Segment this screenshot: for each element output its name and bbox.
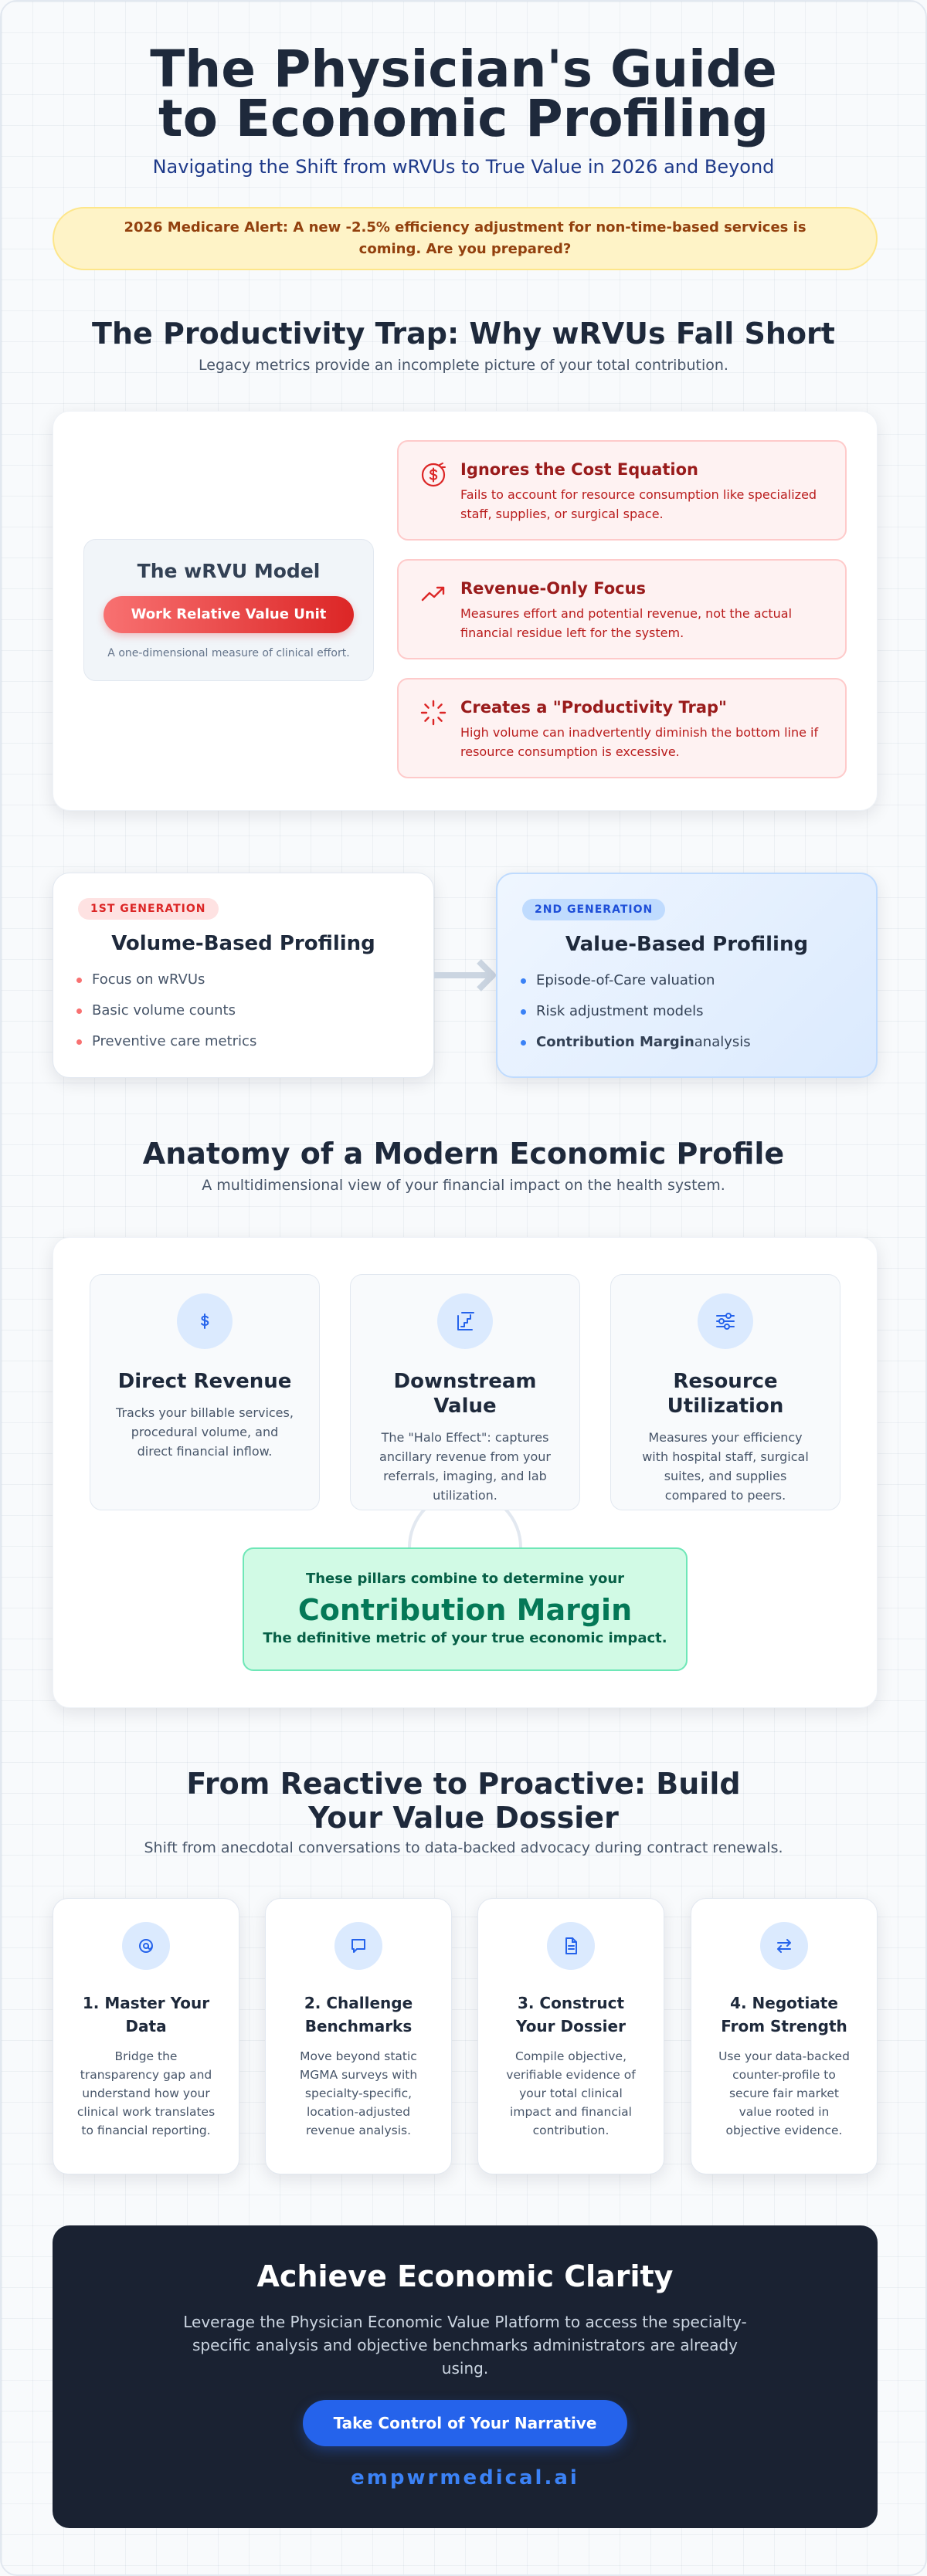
generation-list: Focus on wRVUs Basic volume counts Preve… <box>76 971 256 1063</box>
issue-card: Creates a "Productivity Trap" High volum… <box>397 678 847 778</box>
pillar-card: Resource Utilization Measures your effic… <box>610 1274 840 1510</box>
step-card: 4. Negotiate From Strength Use your data… <box>691 1898 878 2174</box>
step-desc: Move beyond static MGMA surveys with spe… <box>299 2049 418 2137</box>
issue-desc: Fails to account for resource consumptio… <box>460 487 817 521</box>
search-icon <box>139 1939 153 1953</box>
contribution-margin-box: These pillars combine to determine your … <box>243 1547 688 1671</box>
swap-icon <box>777 1939 791 1953</box>
issue-desc: High volume can inadvertently diminish t… <box>460 725 819 759</box>
issue-desc: Measures effort and potential revenue, n… <box>460 606 793 640</box>
pillar-title: Direct Revenue <box>117 1370 292 1393</box>
wrvu-model-title: The wRVU Model <box>137 560 321 582</box>
issue-card: Revenue-Only Focus Measures effort and p… <box>397 559 847 659</box>
dossier-section-title: From Reactive to Proactive: Build Your V… <box>186 1767 741 1835</box>
trap-section-title: The Productivity Trap: Why wRVUs Fall Sh… <box>92 317 835 351</box>
list-item: Basic volume counts <box>76 1002 256 1032</box>
list-item: Contribution Marginanalysis <box>521 1033 751 1064</box>
generation-badge: 2ND GENERATION <box>522 899 666 920</box>
list-item-rest: analysis <box>694 1034 751 1050</box>
generation-title: Value-Based Profiling <box>565 933 809 956</box>
step-card: 1. Master Your Data Bridge the transpare… <box>53 1898 239 2174</box>
issue-title: Creates a "Productivity Trap" <box>460 698 727 717</box>
take-control-button[interactable]: Take Control of Your Narrative <box>303 2400 627 2446</box>
pillar-icon-circle <box>698 1293 753 1349</box>
list-item: Risk adjustment models <box>521 1002 751 1033</box>
list-item: Episode-of-Care valuation <box>521 971 751 1002</box>
wrvu-model-note: A one-dimensional measure of clinical ef… <box>107 647 350 659</box>
step-title: 2. Challenge Benchmarks <box>304 1994 413 2035</box>
anatomy-section-subtitle: A multidimensional view of your financia… <box>202 1177 725 1194</box>
loader-icon <box>420 700 447 726</box>
issue-title: Ignores the Cost Equation <box>460 460 698 479</box>
pillar-card: Downstream Value The "Halo Effect": capt… <box>350 1274 580 1510</box>
step-icon-circle <box>760 1922 808 1970</box>
step-title: 4. Negotiate From Strength <box>721 1994 847 2035</box>
page-subtitle: Navigating the Shift from wRVUs to True … <box>152 156 775 178</box>
step-title: 1. Master Your Data <box>82 1994 210 2035</box>
issue-card: Ignores the Cost Equation Fails to accou… <box>397 440 847 541</box>
pillar-desc: Tracks your billable services, procedura… <box>116 1405 294 1459</box>
contribution-margin-note: The definitive metric of your true econo… <box>263 1630 667 1646</box>
generation-title: Volume-Based Profiling <box>111 932 375 955</box>
generation-list: Episode-of-Care valuation Risk adjustmen… <box>521 971 751 1064</box>
pillar-desc: Measures your efficiency with hospital s… <box>642 1430 809 1503</box>
pillar-title: Downstream Value <box>393 1370 537 1418</box>
step-card: 2. Challenge Benchmarks Move beyond stat… <box>265 1898 452 2174</box>
cta-panel: Achieve Economic Clarity Leverage the Ph… <box>53 2225 878 2528</box>
page-title: The Physician's Guide to Economic Profil… <box>150 39 777 148</box>
issue-title: Revenue-Only Focus <box>460 579 647 598</box>
site-domain-link[interactable]: empwrmedical.ai <box>351 2466 579 2490</box>
pillar-card: Direct Revenue Tracks your billable serv… <box>90 1274 320 1510</box>
contribution-margin-title: Contribution Margin <box>297 1593 633 1627</box>
step-icon-circle <box>334 1922 382 1970</box>
wrvu-pill: Work Relative Value Unit <box>104 596 354 633</box>
step-card: 3. Construct Your Dossier Compile object… <box>477 1898 664 2174</box>
pillar-title: Resource Utilization <box>667 1370 784 1418</box>
step-desc: Bridge the transparency gap and understa… <box>76 2049 216 2137</box>
sliders-icon <box>716 1313 735 1330</box>
cta-text: Leverage the Physician Economic Value Pl… <box>183 2313 747 2378</box>
generation-badge: 1ST GENERATION <box>78 898 219 920</box>
connector-arc <box>408 1500 522 1548</box>
alert-text: 2026 Medicare Alert: A new -2.5% efficie… <box>124 219 806 257</box>
step-icon-circle <box>122 1922 170 1970</box>
list-item: Focus on wRVUs <box>76 971 256 1002</box>
pillar-icon-circle <box>437 1293 493 1349</box>
dollar-circle-icon <box>421 463 446 487</box>
first-generation-card: 1ST GENERATION Volume-Based Profiling Fo… <box>53 873 434 1078</box>
dossier-section-subtitle: Shift from anecdotal conversations to da… <box>144 1839 783 1856</box>
pillar-desc: The "Halo Effect": captures ancillary re… <box>379 1430 551 1503</box>
second-generation-card: 2ND GENERATION Value-Based Profiling Epi… <box>496 873 878 1078</box>
cta-title: Achieve Economic Clarity <box>256 2259 674 2293</box>
chat-icon <box>351 1939 365 1953</box>
pillar-icon-circle <box>177 1293 233 1349</box>
trend-up-icon <box>421 586 445 602</box>
list-item: Preventive care metrics <box>76 1032 256 1063</box>
chart-stairs-icon <box>457 1312 474 1330</box>
wrvu-model-box: The wRVU Model Work Relative Value Unit … <box>83 539 374 681</box>
step-icon-circle <box>547 1922 595 1970</box>
step-desc: Compile objective, verifiable evidence o… <box>506 2049 636 2137</box>
contribution-margin-intro: These pillars combine to determine your <box>305 1571 625 1587</box>
trap-section-subtitle: Legacy metrics provide an incomplete pic… <box>199 357 728 374</box>
document-icon <box>565 1937 577 1954</box>
step-desc: Use your data-backed counter-profile to … <box>718 2049 850 2137</box>
list-item-bold: Contribution Margin <box>536 1034 694 1050</box>
arrow-right-icon <box>434 959 496 991</box>
medicare-alert-banner: 2026 Medicare Alert: A new -2.5% efficie… <box>53 207 878 270</box>
step-title: 3. Construct Your Dossier <box>516 1994 626 2035</box>
dollar-icon <box>201 1313 209 1329</box>
anatomy-section-title: Anatomy of a Modern Economic Profile <box>142 1137 785 1171</box>
